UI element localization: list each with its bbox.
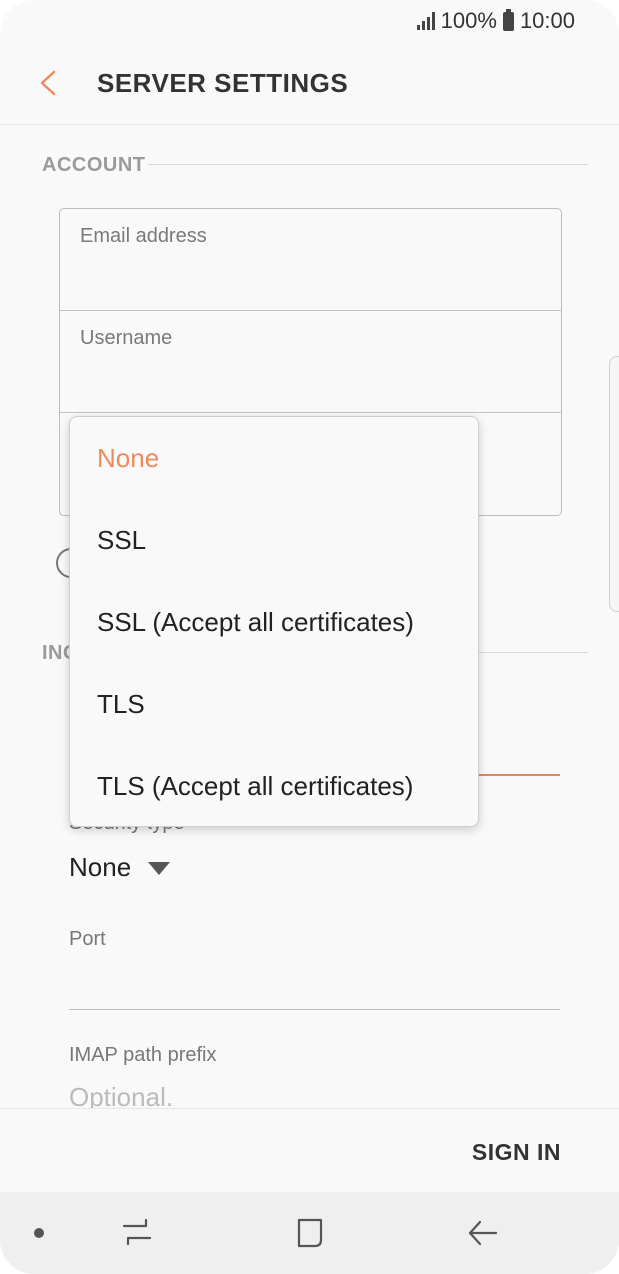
home-icon[interactable] <box>293 1216 327 1250</box>
dropdown-arrow-icon[interactable] <box>148 862 170 875</box>
nav-dot-icon[interactable] <box>34 1228 44 1238</box>
sign-in-button[interactable]: SIGN IN <box>471 1139 561 1165</box>
account-divider <box>148 164 588 165</box>
imap-prefix-label: IMAP path prefix <box>69 1044 217 1066</box>
scrollbar-handle[interactable] <box>609 356 619 612</box>
dropdown-option-tls[interactable]: TLS <box>97 688 145 719</box>
dropdown-option-tls-accept-all[interactable]: TLS (Accept all certificates) <box>97 770 414 801</box>
recents-icon[interactable] <box>120 1216 154 1250</box>
system-navigation-bar <box>0 1192 619 1274</box>
security-type-dropdown: None SSL SSL (Accept all certificates) T… <box>69 416 479 827</box>
dropdown-option-none[interactable]: None <box>97 442 160 473</box>
status-indicators: 100% 10:00 <box>416 8 575 34</box>
imap-prefix-input[interactable]: Optional. <box>69 1082 174 1112</box>
account-section-title: ACCOUNT <box>42 154 146 176</box>
username-label: Username <box>80 327 173 349</box>
clock: 10:00 <box>519 8 575 33</box>
port-label: Port <box>69 928 106 950</box>
battery-percent: 100% <box>440 8 497 33</box>
back-arrow-icon[interactable] <box>36 70 60 96</box>
email-field[interactable]: Email address <box>60 209 561 311</box>
port-field-underline[interactable] <box>69 1009 560 1010</box>
status-bar: 100% 10:00 <box>0 0 619 42</box>
battery-icon <box>502 8 514 31</box>
incoming-section-title: INC <box>42 642 78 664</box>
dropdown-option-ssl-accept-all[interactable]: SSL (Accept all certificates) <box>97 606 414 637</box>
incoming-divider <box>478 652 588 653</box>
email-label: Email address <box>80 225 207 247</box>
username-field[interactable]: Username <box>60 311 561 413</box>
bottom-action-bar: SIGN IN <box>0 1108 619 1193</box>
signal-icon <box>416 12 435 30</box>
page-title: SERVER SETTINGS <box>97 68 349 98</box>
dropdown-option-ssl[interactable]: SSL <box>97 524 147 555</box>
security-type-value[interactable]: None <box>69 852 132 882</box>
app-header: SERVER SETTINGS <box>0 42 619 125</box>
back-icon[interactable] <box>466 1216 500 1250</box>
